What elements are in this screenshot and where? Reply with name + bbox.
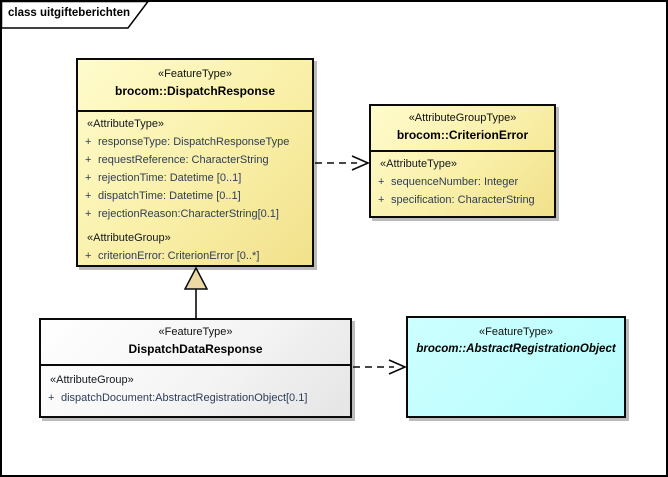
attribute-text: rejectionReason:CharacterString[0.1] [98, 208, 279, 220]
class-name: brocom::AbstractRegistrationObject [416, 343, 616, 355]
attribute-text: responseType: DispatchResponseType [98, 136, 290, 148]
visibility-marker: + [85, 190, 92, 202]
class-attribute-compartment: «AttributeGroup» + dispatchDocument:Abst… [41, 364, 350, 407]
attribute-row: + rejectionReason:CharacterString[0.1] [78, 205, 312, 223]
class-node-dispatch-data-response[interactable]: «FeatureType» DispatchDataResponse «Attr… [39, 318, 352, 418]
attribute-text: requestReference: CharacterString [98, 154, 269, 166]
class-attribute-compartment: «AttributeType» + responseType: Dispatch… [78, 110, 312, 265]
class-header: «FeatureType» brocom::DispatchResponse [78, 60, 312, 110]
visibility-marker: + [48, 392, 55, 404]
class-node-criterion-error[interactable]: «AttributeGroupType» brocom::CriterionEr… [369, 104, 556, 218]
stereotype-label: «FeatureType» [479, 326, 553, 338]
class-name: DispatchDataResponse [128, 342, 263, 356]
class-attribute-compartment: «AttributeType» + sequenceNumber: Intege… [371, 150, 554, 209]
section-heading: «AttributeType» [380, 158, 458, 170]
attribute-row: + rejectionTime: Datetime [0..1] [78, 169, 312, 187]
attribute-row: + specification: CharacterString [371, 191, 554, 209]
visibility-marker: + [85, 172, 92, 184]
visibility-marker: + [85, 250, 92, 262]
class-name: brocom::CriterionError [396, 128, 529, 142]
class-node-abstract-registration-object[interactable]: «FeatureType» brocom::AbstractRegistrati… [406, 316, 626, 418]
attribute-text: dispatchTime: Datetime [0..1] [98, 190, 241, 202]
attribute-text: dispatchDocument:AbstractRegistrationObj… [61, 392, 308, 404]
section-heading: «AttributeGroup» [50, 374, 134, 386]
attribute-text: criterionError: CriterionError [0..*] [98, 250, 260, 262]
attribute-text: sequenceNumber: Integer [391, 176, 519, 188]
section-heading: «AttributeType» [87, 118, 165, 130]
class-header: «AttributeGroupType» brocom::CriterionEr… [371, 106, 554, 150]
attribute-text: rejectionTime: Datetime [0..1] [98, 172, 242, 184]
class-node-dispatch-response[interactable]: «FeatureType» brocom::DispatchResponse «… [76, 58, 314, 267]
attribute-row: + dispatchDocument:AbstractRegistrationO… [41, 389, 350, 407]
attribute-text: specification: CharacterString [391, 194, 535, 206]
visibility-marker: + [378, 194, 385, 206]
visibility-marker: + [85, 154, 92, 166]
stereotype-label: «FeatureType» [158, 68, 232, 80]
visibility-marker: + [85, 208, 92, 220]
visibility-marker: + [378, 176, 385, 188]
class-header: «FeatureType» DispatchDataResponse [41, 320, 350, 364]
visibility-marker: + [85, 136, 92, 148]
diagram-title: class uitgifteberichten [8, 7, 131, 19]
class-header: «FeatureType» brocom::AbstractRegistrati… [408, 318, 624, 357]
class-name: brocom::DispatchResponse [114, 84, 276, 98]
attribute-row: + responseType: DispatchResponseType [78, 133, 312, 151]
attribute-row: + criterionError: CriterionError [0..*] [78, 247, 312, 265]
attribute-row: + sequenceNumber: Integer [371, 173, 554, 191]
stereotype-label: «FeatureType» [158, 326, 233, 338]
attribute-row: + requestReference: CharacterString [78, 151, 312, 169]
stereotype-label: «AttributeGroupType» [408, 112, 517, 124]
attribute-row: + dispatchTime: Datetime [0..1] [78, 187, 312, 205]
section-heading: «AttributeGroup» [87, 232, 171, 244]
